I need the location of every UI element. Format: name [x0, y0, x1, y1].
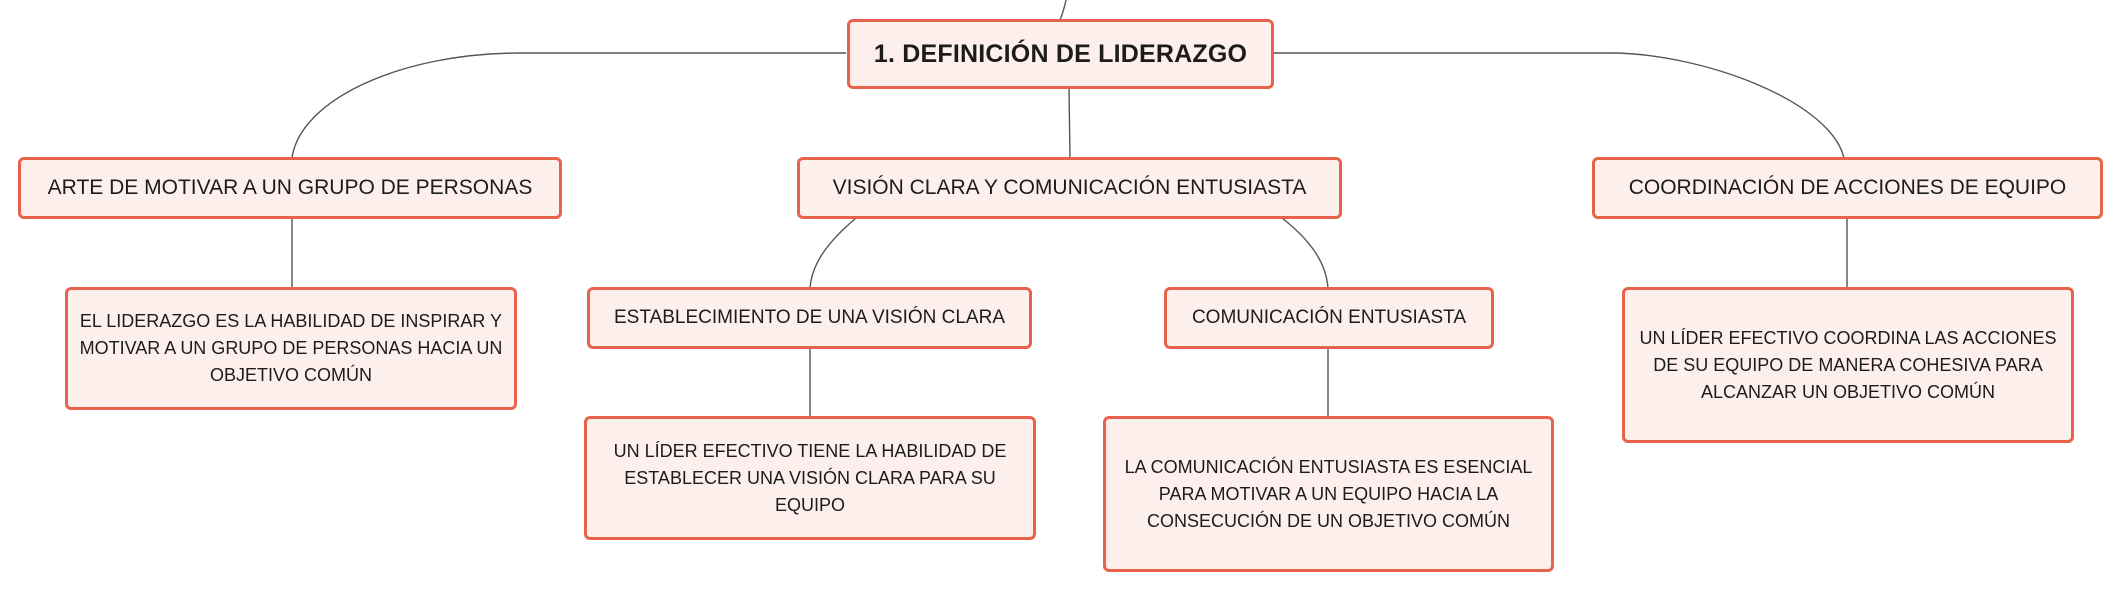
topic-label: ARTE DE MOTIVAR A UN GRUPO DE PERSONAS — [47, 176, 533, 199]
subtopic-comunicacion-entusiasta[interactable]: COMUNICACIÓN ENTUSIASTA — [1164, 287, 1494, 349]
topic-label: VISIÓN CLARA Y COMUNICACIÓN ENTUSIASTA — [832, 176, 1307, 199]
subtopic-label: UN LÍDER EFECTIVO TIENE LA HABILIDAD DE … — [613, 440, 1007, 515]
subtopic-comunicacion-esencial[interactable]: LA COMUNICACIÓN ENTUSIASTA ES ESENCIAL P… — [1103, 416, 1554, 572]
connector-root-to-vision — [1068, 87, 1071, 159]
root-topic[interactable]: 1. DEFINICIÓN DE LIDERAZGO — [847, 19, 1274, 89]
connector-vision-to-comunicacion — [1281, 217, 1329, 289]
topic-vision-clara-comunicacion[interactable]: VISIÓN CLARA Y COMUNICACIÓN ENTUSIASTA — [797, 157, 1342, 219]
subtopic-label: LA COMUNICACIÓN ENTUSIASTA ES ESENCIAL P… — [1124, 456, 1533, 531]
subtopic-label: ESTABLECIMIENTO DE UNA VISIÓN CLARA — [613, 307, 1005, 328]
subtopic-label: UN LÍDER EFECTIVO COORDINA LAS ACCIONES … — [1639, 327, 2057, 402]
connector-root-to-motivar — [291, 52, 846, 159]
subtopic-establecimiento-vision[interactable]: ESTABLECIMIENTO DE UNA VISIÓN CLARA — [587, 287, 1032, 349]
subtopic-lider-vision-equipo[interactable]: UN LÍDER EFECTIVO TIENE LA HABILIDAD DE … — [584, 416, 1036, 540]
connector-root-to-coordinacion — [1274, 52, 1845, 159]
subtopic-lider-coordina[interactable]: UN LÍDER EFECTIVO COORDINA LAS ACCIONES … — [1622, 287, 2074, 443]
subtopic-liderazgo-habilidad[interactable]: EL LIDERAZGO ES LA HABILIDAD DE INSPIRAR… — [65, 287, 517, 410]
subtopic-label: EL LIDERAZGO ES LA HABILIDAD DE INSPIRAR… — [79, 311, 503, 385]
topic-coordinacion-acciones[interactable]: COORDINACIÓN DE ACCIONES DE EQUIPO — [1592, 157, 2103, 219]
subtopic-label: COMUNICACIÓN ENTUSIASTA — [1191, 307, 1467, 328]
root-topic-label: 1. DEFINICIÓN DE LIDERAZGO — [873, 39, 1248, 68]
connector-parent-above — [1059, 0, 1067, 21]
connector-vision-to-establecimiento — [809, 217, 857, 289]
topic-arte-de-motivar[interactable]: ARTE DE MOTIVAR A UN GRUPO DE PERSONAS — [18, 157, 562, 219]
topic-label: COORDINACIÓN DE ACCIONES DE EQUIPO — [1628, 176, 2067, 199]
